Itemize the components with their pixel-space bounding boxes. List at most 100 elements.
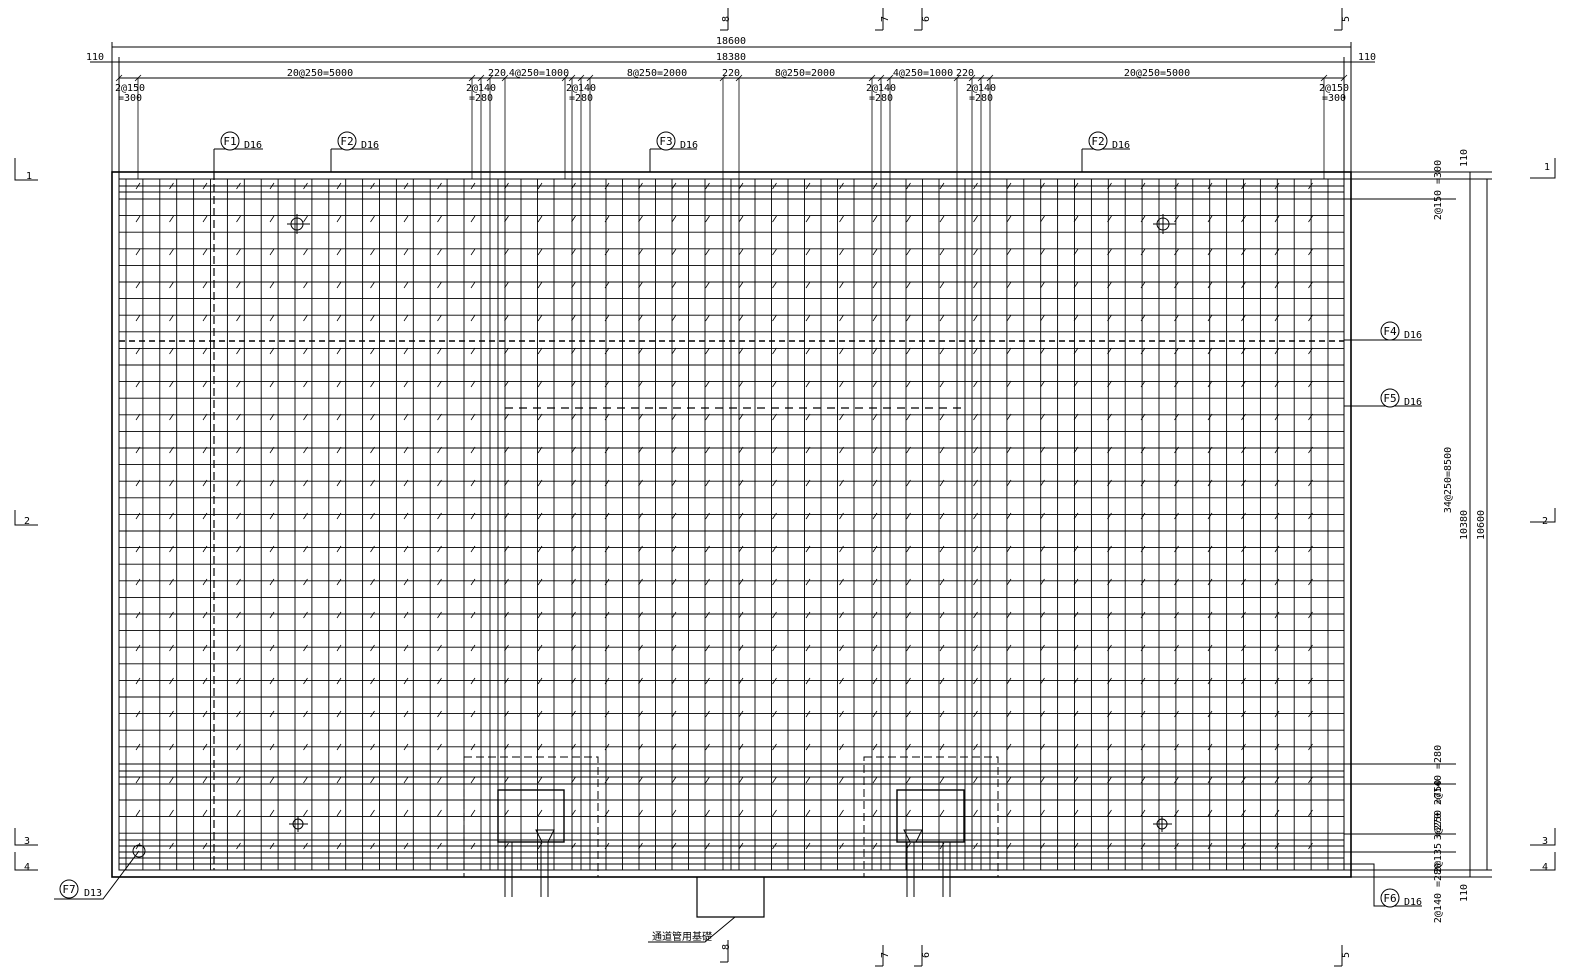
tie-mark	[805, 314, 811, 322]
tie-mark	[537, 545, 543, 553]
tie-mark	[1140, 545, 1146, 553]
tie-mark	[336, 677, 342, 685]
tie-mark	[303, 314, 308, 322]
tie-mark	[1241, 743, 1246, 751]
tie-mark	[906, 512, 911, 520]
tie-mark	[872, 710, 878, 718]
tie-mark	[772, 314, 777, 322]
tie-mark	[135, 677, 141, 685]
tie-mark	[370, 479, 375, 487]
tie-mark	[839, 413, 844, 421]
bar-callout-f1: F1 D16	[220, 131, 262, 151]
tie-mark	[772, 776, 777, 784]
tie-mark	[604, 809, 610, 817]
tie-mark	[1107, 842, 1112, 850]
tie-mark	[504, 710, 509, 718]
tie-mark	[772, 710, 777, 718]
tie-mark	[202, 479, 208, 487]
tie-mark	[169, 842, 174, 850]
tie-mark	[973, 215, 978, 223]
tie-mark	[1107, 611, 1112, 619]
tie-mark	[370, 545, 375, 553]
tie-mark	[1107, 347, 1112, 355]
tie-mark	[1241, 545, 1246, 553]
tie-mark	[537, 677, 543, 685]
tie-mark	[738, 479, 744, 487]
tie-mark	[135, 710, 141, 718]
tie-mark	[470, 842, 476, 850]
tie-mark	[638, 347, 643, 355]
tie-mark	[1274, 248, 1280, 256]
tie-mark	[537, 215, 543, 223]
tie-mark	[1174, 347, 1179, 355]
tie-mark	[1207, 776, 1213, 784]
tie-mark	[370, 347, 375, 355]
section-label: 1	[26, 171, 32, 182]
tie-mark	[1241, 578, 1246, 586]
drawing-static-lines	[54, 42, 1492, 943]
leader-f3	[649, 148, 697, 172]
tie-mark	[738, 842, 744, 850]
section-marker-top	[720, 8, 729, 31]
tie-mark	[738, 446, 744, 454]
tie-mark	[1073, 677, 1079, 685]
bar-callout-f6: F6 D16	[1380, 888, 1422, 908]
tie-mark	[370, 743, 375, 751]
tie-mark	[805, 809, 811, 817]
sub-dim-top: 2@150	[115, 83, 145, 94]
tie-mark	[1174, 446, 1179, 454]
tie-mark	[939, 512, 945, 520]
tie-mark	[370, 413, 375, 421]
tie-mark	[1006, 479, 1012, 487]
tie-mark	[906, 182, 911, 190]
tie-mark	[370, 644, 375, 652]
tie-mark	[571, 215, 576, 223]
tie-mark	[705, 545, 710, 553]
tie-mark	[1006, 182, 1012, 190]
tie-mark	[236, 347, 241, 355]
tie-mark	[202, 710, 208, 718]
tie-mark	[269, 644, 275, 652]
leader-f7	[54, 850, 140, 900]
tie-mark	[973, 512, 978, 520]
tie-mark	[638, 215, 643, 223]
tie-mark	[403, 314, 409, 322]
sub-dim-top: 2@140	[566, 83, 596, 94]
tie-mark	[772, 479, 777, 487]
tie-mark	[738, 809, 744, 817]
tie-mark	[169, 413, 174, 421]
tie-mark	[638, 248, 643, 256]
tie-mark	[169, 809, 174, 817]
tie-mark	[772, 413, 777, 421]
tie-mark	[169, 380, 174, 388]
tie-mark	[303, 446, 308, 454]
dim-seg-mid-b: 4@250=1000	[893, 68, 953, 79]
section-marker-right	[1530, 508, 1556, 523]
tie-mark	[1274, 776, 1280, 784]
section-marker-left	[14, 158, 38, 181]
tie-mark	[705, 578, 710, 586]
tie-mark	[135, 512, 141, 520]
dim-seg-center-b: 8@250=2000	[775, 68, 835, 79]
tie-mark	[1241, 842, 1246, 850]
tie-mark	[805, 248, 811, 256]
tie-mark	[671, 611, 677, 619]
section-marker-bottom	[914, 945, 923, 967]
tie-mark	[269, 776, 275, 784]
tie-mark	[202, 281, 208, 289]
tie-mark	[872, 743, 878, 751]
tie-mark	[839, 347, 844, 355]
tie-mark	[772, 248, 777, 256]
tie-mark	[906, 347, 911, 355]
tie-mark	[1241, 677, 1246, 685]
tie-mark	[604, 314, 610, 322]
tie-mark	[470, 776, 476, 784]
tie-mark	[1308, 545, 1313, 553]
tie-mark	[906, 809, 911, 817]
tie-mark	[537, 578, 543, 586]
tie-mark	[1073, 545, 1079, 553]
tie-mark	[202, 611, 208, 619]
tie-mark	[269, 347, 275, 355]
section-marker-right	[1530, 852, 1556, 871]
tie-mark	[906, 842, 911, 850]
